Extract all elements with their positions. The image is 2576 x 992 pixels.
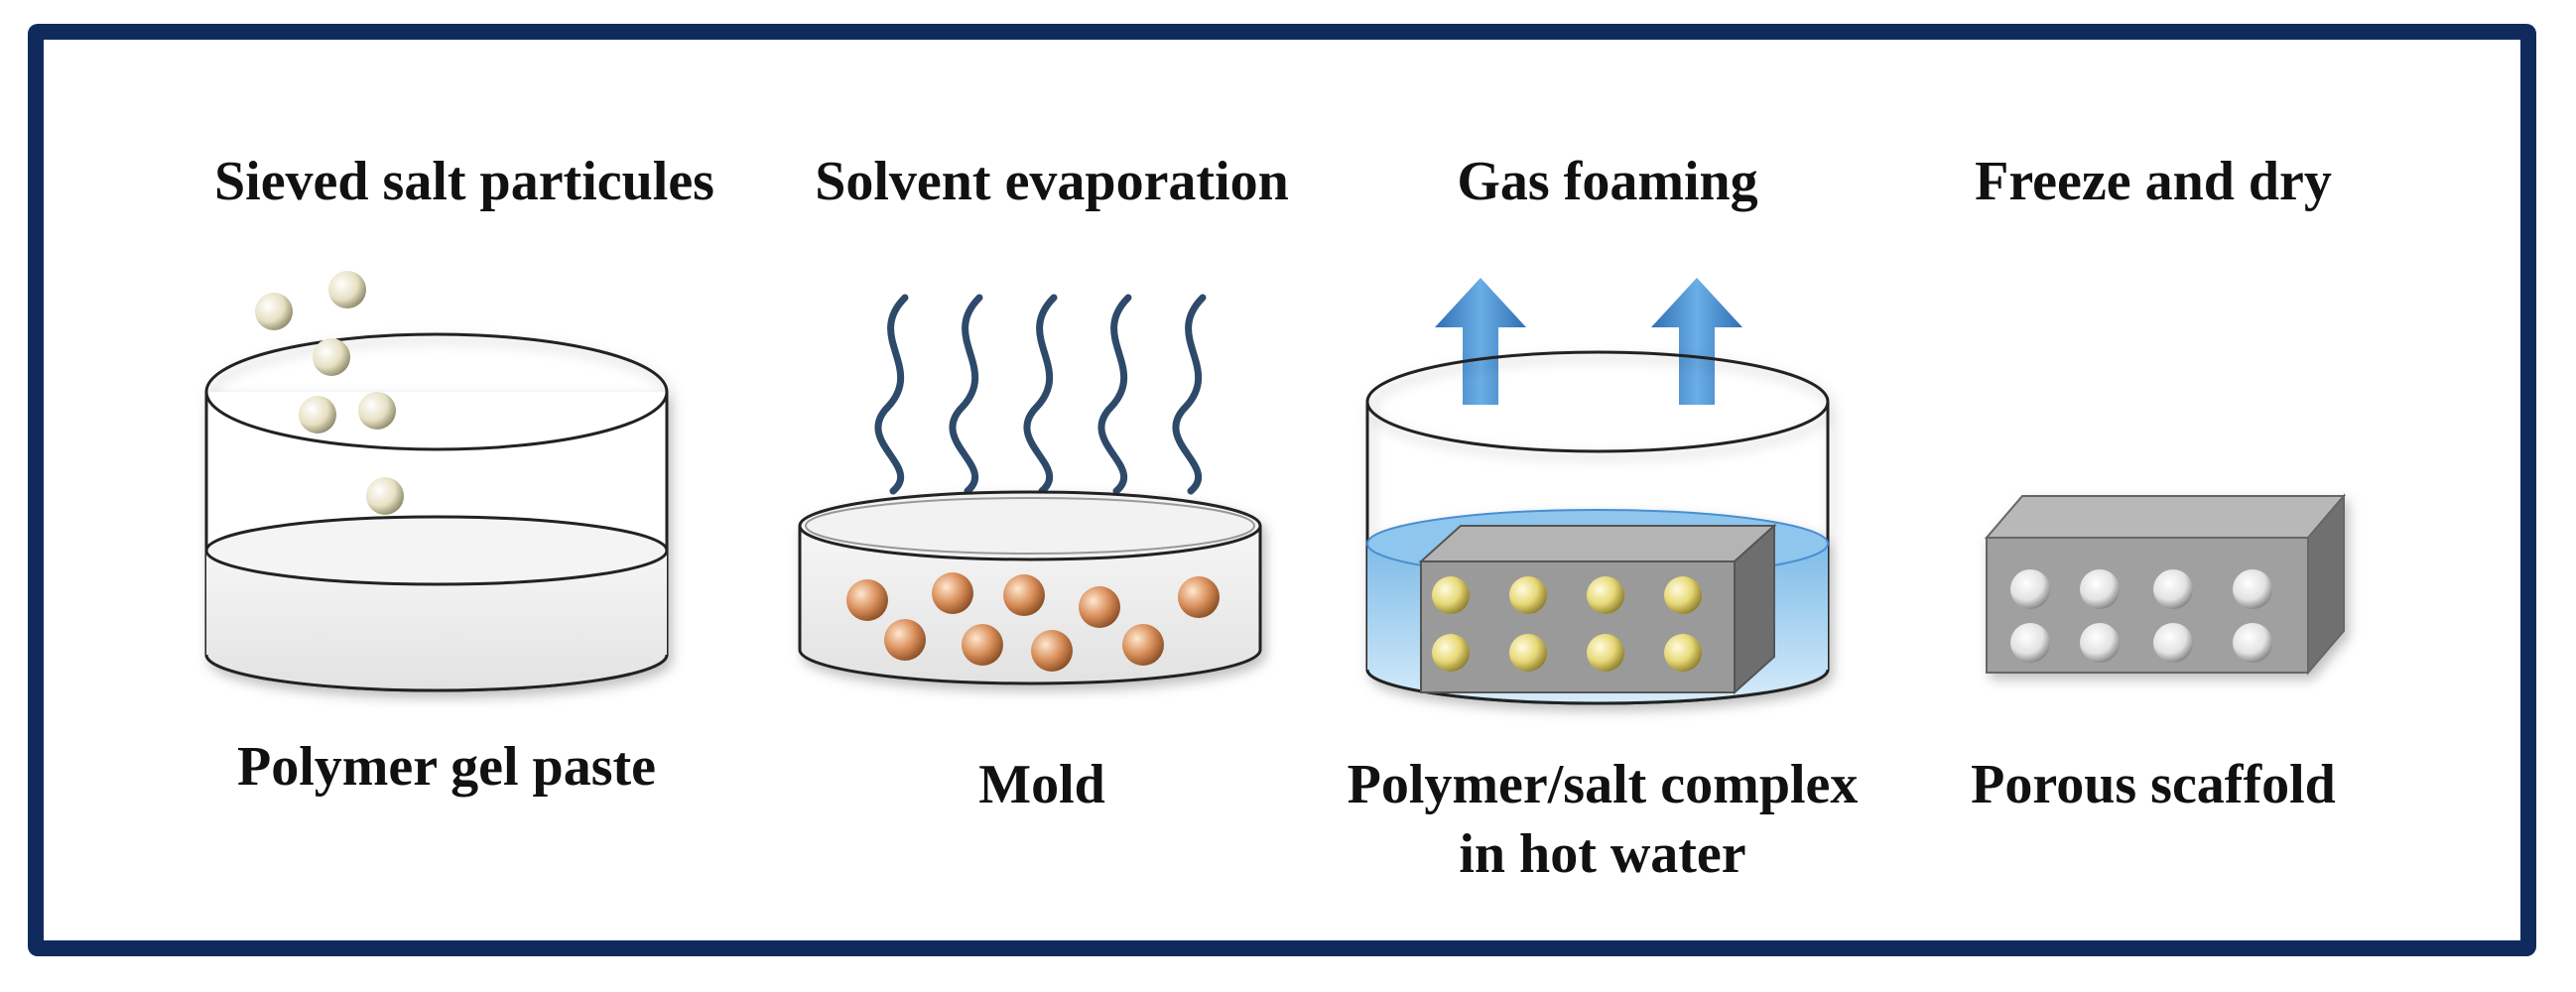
salt-particles — [255, 271, 404, 515]
step-1-caption: Polymer gel paste — [237, 736, 656, 798]
step-2-title: Solvent evaporation — [815, 151, 1289, 212]
step-3-caption-line2: in hot water — [1459, 823, 1746, 885]
step-4-title: Freeze and dry — [1975, 151, 2332, 212]
step-3-title: Gas foaming — [1457, 151, 1758, 212]
scaffold-pores — [2010, 569, 2272, 663]
gel-beaker — [204, 332, 669, 692]
complex-particles — [1432, 576, 1702, 672]
steam-waves — [874, 294, 1207, 495]
gas-arrows — [1435, 278, 1742, 405]
step-2-caption: Mold — [978, 754, 1105, 815]
step-1-title: Sieved salt particules — [214, 151, 714, 212]
step-3-caption: Polymer/salt complex — [1347, 754, 1859, 815]
mold-particles — [846, 572, 1220, 672]
step-4-caption: Porous scaffold — [1971, 754, 2336, 815]
